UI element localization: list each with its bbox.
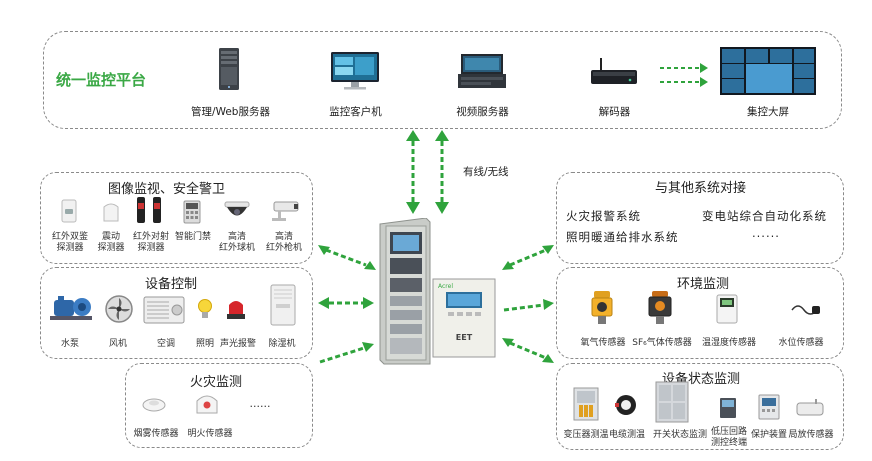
substation-automation-system: 变电站综合自动化系统 xyxy=(702,209,827,223)
env-link-arrow xyxy=(503,299,554,312)
sec-label-3: 红外对射探测器 xyxy=(132,232,169,253)
fire-more: ...... xyxy=(249,397,271,410)
hvac-lighting-system: 照明暖通给排水系统 xyxy=(566,230,679,244)
protection-device-icon xyxy=(758,394,780,420)
sec-label-5: 高清红外球机 xyxy=(218,232,255,253)
platform-title: 统一监控平台 xyxy=(56,71,147,89)
fan-icon xyxy=(105,295,133,323)
equipment-control-title: 设备控制 xyxy=(145,277,198,292)
panel-label: EET xyxy=(455,333,473,342)
other-systems-box xyxy=(556,172,844,264)
panel-brand: Acrel xyxy=(438,283,453,290)
sec-label-4: 智能门禁 xyxy=(174,232,211,242)
security-link-arrow xyxy=(318,245,376,270)
oxygen-sensor-icon xyxy=(591,291,613,324)
dome-camera-icon xyxy=(224,201,250,216)
platform-link-arrows xyxy=(406,130,449,214)
web-server-icon xyxy=(219,48,239,90)
device-status-box xyxy=(556,363,844,450)
video-wall-label: 集控大屏 xyxy=(747,106,789,118)
web-server-label: 管理/Web服务器 xyxy=(191,106,270,118)
fire-link-arrow xyxy=(319,342,374,364)
dual-tech-detector-icon xyxy=(61,199,77,223)
video-server-label: 视频服务器 xyxy=(456,106,509,118)
env-label-2: SF₆气体传感器 xyxy=(632,338,692,348)
fire-label-1: 烟雾传感器 xyxy=(133,429,179,439)
fire-alarm-system: 火灾报警系统 xyxy=(566,209,641,223)
fire-label-2: 明火传感器 xyxy=(187,429,233,439)
access-control-icon xyxy=(183,200,201,224)
status-label-2: 电缆测温 xyxy=(608,430,645,440)
ctrl-label-1: 水泵 xyxy=(60,339,79,349)
partial-discharge-sensor-icon xyxy=(796,399,824,416)
control-link-arrow xyxy=(318,297,374,309)
ctrl-label-2: 风机 xyxy=(108,339,127,349)
ctrl-label-3: 空调 xyxy=(156,339,175,349)
other-systems-more: ...... xyxy=(752,226,780,240)
sf6-sensor-icon xyxy=(648,291,672,324)
switch-status-icon xyxy=(655,381,689,423)
transformer-temp-icon xyxy=(573,387,599,421)
smoke-sensor-icon xyxy=(142,398,166,412)
monitoring-cabinet-icon xyxy=(379,218,431,365)
client-label: 监控客户机 xyxy=(329,106,382,118)
decoder-to-screen-arrows xyxy=(660,63,708,87)
sec-label-1: 红外双鉴探测器 xyxy=(51,232,88,253)
status-label-5: 保护装置 xyxy=(750,430,787,440)
device-status-link-arrow xyxy=(502,338,554,363)
video-wall-icon xyxy=(720,47,816,95)
sec-label-2: 震动探测器 xyxy=(97,232,125,253)
control-panel-icon xyxy=(432,278,496,358)
sound-light-alarm-icon xyxy=(227,301,245,319)
client-monitor-icon xyxy=(331,52,379,90)
lighting-icon xyxy=(198,299,212,318)
image-security-box xyxy=(40,172,313,264)
other-systems-link-arrow xyxy=(502,245,554,270)
cable-temp-icon xyxy=(615,395,636,415)
decoder-label: 解码器 xyxy=(598,106,631,118)
fire-monitor-title: 火灾监测 xyxy=(190,375,243,390)
status-label-1: 变压器测温 xyxy=(563,430,609,440)
other-systems-title: 与其他系统对接 xyxy=(655,181,747,196)
bullet-camera-icon xyxy=(272,201,299,221)
vibration-detector-icon xyxy=(103,203,119,222)
ctrl-label-5: 声光报警 xyxy=(219,339,256,349)
beam-detector-icon xyxy=(137,197,161,223)
ctrl-label-6: 除湿机 xyxy=(268,339,296,349)
low-voltage-terminal-icon xyxy=(720,398,736,418)
ctrl-label-4: 照明 xyxy=(195,339,214,349)
env-label-1: 氧气传感器 xyxy=(580,338,626,348)
temp-humidity-sensor-icon xyxy=(716,294,738,324)
platform-box xyxy=(43,31,842,129)
status-label-6: 局放传感器 xyxy=(788,430,834,440)
env-monitor-title: 环境监测 xyxy=(677,277,730,292)
status-label-4: 低压回路测控终端 xyxy=(710,427,747,448)
decoder-icon xyxy=(591,58,637,84)
sec-label-6: 高清红外枪机 xyxy=(265,232,302,253)
water-pump-icon xyxy=(50,296,92,320)
env-label-4: 水位传感器 xyxy=(778,338,824,348)
flame-sensor-icon xyxy=(196,395,218,414)
status-label-3: 开关状态监测 xyxy=(652,430,707,440)
air-conditioner-icon xyxy=(143,296,185,324)
water-level-sensor-icon xyxy=(791,305,820,315)
link-label: 有线/无线 xyxy=(463,166,509,178)
video-server-icon xyxy=(458,54,506,88)
env-label-3: 温湿度传感器 xyxy=(701,338,756,348)
dehumidifier-icon xyxy=(270,284,296,326)
image-security-title: 图像监视、安全警卫 xyxy=(108,182,226,197)
